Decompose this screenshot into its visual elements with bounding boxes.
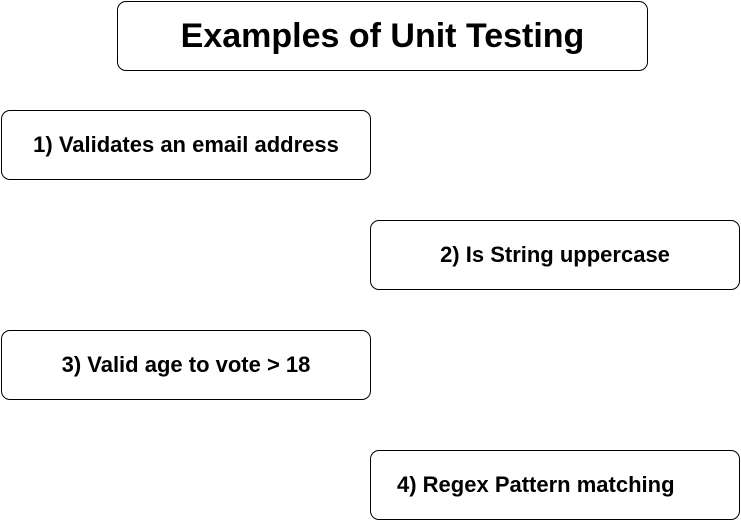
- example-box-3: 3) Valid age to vote > 18: [1, 330, 371, 400]
- example-label-4: 4) Regex Pattern matching: [397, 472, 675, 497]
- example-label-1: 1) Validates an email address: [33, 132, 339, 157]
- diagram-title-box: Examples of Unit Testing: [117, 1, 648, 71]
- example-box-4: 4) Regex Pattern matching: [370, 450, 740, 520]
- example-box-1: 1) Validates an email address: [1, 110, 371, 180]
- example-box-2: 2) Is String uppercase: [370, 220, 740, 290]
- diagram-title: Examples of Unit Testing: [180, 16, 585, 55]
- example-label-2: 2) Is String uppercase: [440, 242, 670, 267]
- example-label-3: 3) Valid age to vote > 18: [61, 352, 311, 377]
